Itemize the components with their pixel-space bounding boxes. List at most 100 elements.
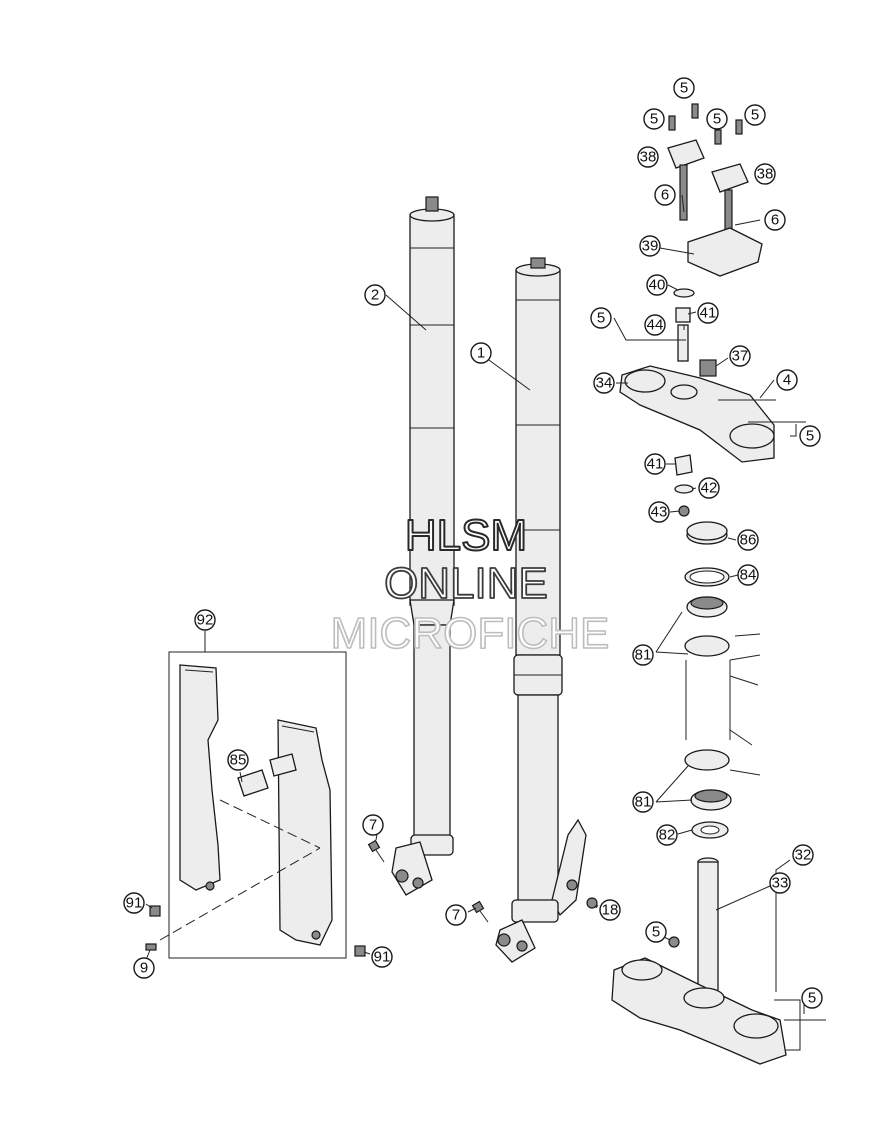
dust-seal [686,521,728,545]
callout-86: 86 [737,529,759,551]
callout-4: 4 [776,369,798,391]
guard-clamp [237,753,297,797]
callout-label: 91 [126,895,143,912]
callout-33: 33 [769,872,791,894]
callout-label: 5 [597,310,605,327]
leader-lines [145,194,805,1051]
frame-head-tube [685,633,761,776]
fork-guard-right [277,719,333,946]
callout-label: 7 [369,817,377,834]
callout-label: 5 [680,80,688,97]
callout-label: 37 [732,348,749,365]
handlebar-clamp-upper-left [667,139,705,169]
callout-42: 42 [698,477,720,499]
callout-label: 41 [700,305,717,322]
callout-5-top-mid: 5 [706,108,728,130]
callout-5-lower-clamp: 5 [645,921,667,943]
lower-bearing [684,749,732,811]
callout-6-left: 6 [654,184,676,206]
callout-43: 43 [648,501,670,523]
callout-1: 1 [470,342,492,364]
callout-label: 38 [757,166,774,183]
callout-label: 43 [651,504,668,521]
callout-41-upper: 41 [697,302,719,324]
guard-screws [145,905,366,957]
callout-label: 5 [650,111,658,128]
callout-label: 84 [740,567,757,584]
handlebar-clamp-lower [687,227,763,277]
callout-18: 18 [599,899,621,921]
spacers [673,288,695,362]
pinch-bolt-right [471,900,489,923]
fork-guard-kit-frame [168,651,347,959]
callout-38-left: 38 [637,146,659,168]
fork-leg-right [495,257,587,963]
callout-34: 34 [593,372,615,394]
callout-label: 5 [751,107,759,124]
callout-label: 38 [640,149,657,166]
upper-bearing [684,596,730,657]
callout-92: 92 [194,609,216,631]
callout-82: 82 [656,824,678,846]
callout-label: 92 [197,612,214,629]
callout-9: 9 [133,957,155,979]
callout-label: 1 [477,345,485,362]
callout-39: 39 [639,235,661,257]
callout-label: 44 [647,317,664,334]
callout-7-right: 7 [445,904,467,926]
callout-5-top-right: 5 [744,104,766,126]
callout-40: 40 [646,274,668,296]
callout-label: 6 [661,187,669,204]
callout-5-clamp: 5 [590,307,612,329]
callout-label: 2 [371,287,379,304]
o-ring [684,567,730,587]
steering-stem-nut [674,454,694,517]
fork-guard-left [179,664,221,891]
callout-label: 42 [701,480,718,497]
callout-91-left: 91 [123,892,145,914]
callout-81-lower: 81 [632,791,654,813]
callout-91-right: 91 [371,946,393,968]
lower-seal [691,821,729,839]
watermark-line2: ONLINE [384,559,548,608]
callout-label: 41 [647,456,664,473]
upper-triple-clamp [619,359,806,463]
callout-label: 81 [635,647,652,664]
callout-41-lower: 41 [644,453,666,475]
pinch-bolt-left [367,839,385,863]
callout-label: 7 [452,907,460,924]
callout-44: 44 [644,314,666,336]
callout-5-lower-bolt: 5 [801,987,823,1009]
callout-81-upper: 81 [632,644,654,666]
watermark-line1: HLSM [405,511,527,560]
callout-label: 82 [659,827,676,844]
callout-label: 5 [806,428,814,445]
callout-label: 86 [740,532,757,549]
watermark-line3: MICROFICHE [331,609,610,658]
callout-6-right: 6 [764,209,786,231]
callout-label: 39 [642,238,659,255]
callout-85: 85 [227,749,249,771]
handlebar-clamp-upper-right [711,163,749,193]
callout-7-left: 7 [362,814,384,836]
callout-label: 5 [808,990,816,1007]
clamp-bolts [668,103,743,145]
watermark: HLSM ONLINE MICROFICHE [330,510,610,659]
callout-5-top-left: 5 [643,108,665,130]
callout-5-triple: 5 [799,425,821,447]
callout-84: 84 [737,564,759,586]
callout-label: 4 [783,372,791,389]
callout-label: 9 [140,960,148,977]
callout-label: 6 [771,212,779,229]
callout-label: 91 [374,949,391,966]
callout-38-right: 38 [754,163,776,185]
callout-label: 85 [230,752,247,769]
callout-32: 32 [792,844,814,866]
steering-stem [697,857,719,993]
callout-label: 5 [713,111,721,128]
callout-label: 81 [635,794,652,811]
callout-2: 2 [364,284,386,306]
callout-label: 5 [652,924,660,941]
callout-label: 33 [772,875,789,892]
